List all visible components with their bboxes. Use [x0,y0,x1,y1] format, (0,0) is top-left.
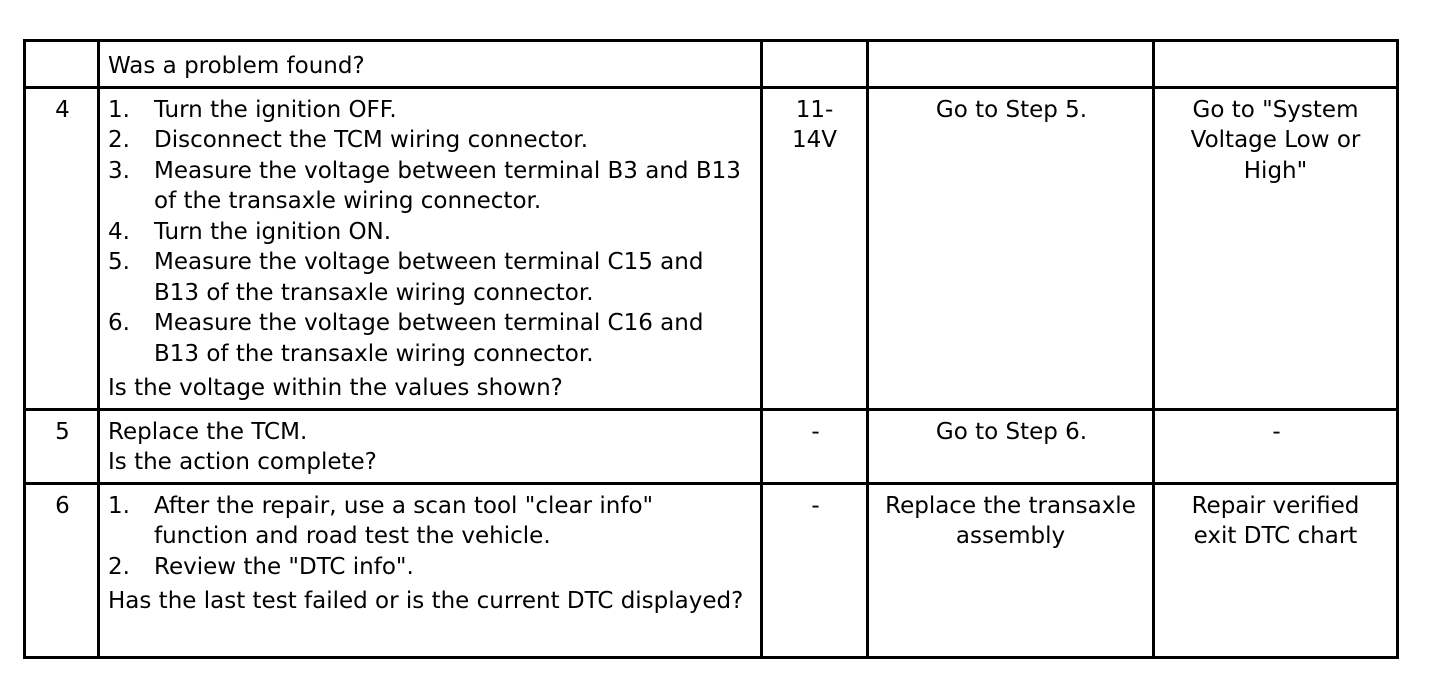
table-row: 5 Replace the TCM. Is the action complet… [23,407,1399,485]
yes-cell: Replace the transaxle assembly [866,481,1155,659]
list-item: 6.Measure the voltage between terminal C… [108,310,704,367]
step-number-cell: 4 [23,85,100,411]
action-list: 1.Turn the ignition OFF. 2.Disconnect th… [108,95,754,370]
value-text: 11-14V [791,96,837,154]
value-text: - [811,492,820,519]
step-number-cell: 6 [23,481,100,659]
list-item: 3.Measure the voltage between terminal B… [108,157,741,215]
list-item: 2.Review the "DTC info". [108,553,414,580]
value-cell: - [760,407,869,485]
question-text: Is the action complete? [108,449,377,475]
yes-text: Go to Step 5. [935,96,1088,123]
action-text: Replace the TCM. [108,418,308,445]
step-number-cell [23,39,100,89]
no-text: Repair verified exit DTC chart [1191,492,1360,550]
list-item: 4.Turn the ignition ON. [108,218,392,245]
list-item: 1.Turn the ignition OFF. [108,96,397,123]
no-cell: Go to "System Voltage Low or High" [1152,85,1399,411]
yes-cell [866,39,1155,89]
action-cell: Was a problem found? [97,39,763,89]
value-text: - [811,418,820,445]
value-cell: 11-14V [760,85,869,411]
no-cell [1152,39,1399,89]
table-row: 6 1.After the repair, use a scan tool "c… [23,481,1399,659]
list-item: 1.After the repair, use a scan tool "cle… [108,492,654,550]
yes-text: Go to Step 6. [935,418,1088,445]
question-text: Has the last test failed or is the curre… [108,588,744,614]
no-cell: Repair verified exit DTC chart [1152,481,1399,659]
yes-text: Replace the transaxle assembly [885,492,1136,550]
table-row: 4 1.Turn the ignition OFF. 2.Disconnect … [23,85,1399,411]
diagnostic-table: Was a problem found? 4 1.Turn the igniti… [23,39,1399,659]
yes-cell: Go to Step 6. [866,407,1155,485]
question-text: Is the voltage within the values shown? [108,375,563,401]
step-number: 6 [55,492,70,519]
table-row: Was a problem found? [23,39,1399,89]
yes-cell: Go to Step 5. [866,85,1155,411]
action-cell: 1.After the repair, use a scan tool "cle… [97,481,763,659]
step-number: 4 [55,96,70,123]
question-text: Was a problem found? [108,53,365,79]
step-number: 5 [55,418,70,445]
value-cell: - [760,481,869,659]
action-cell: 1.Turn the ignition OFF. 2.Disconnect th… [97,85,763,411]
no-cell: - [1152,407,1399,485]
no-text: Go to "System Voltage Low or High" [1190,96,1361,184]
step-number-cell: 5 [23,407,100,485]
action-cell: Replace the TCM. Is the action complete? [97,407,763,485]
list-item: 5.Measure the voltage between terminal C… [108,249,704,306]
action-list: 1.After the repair, use a scan tool "cle… [108,491,754,583]
list-item: 2.Disconnect the TCM wiring connector. [108,127,589,153]
no-text: - [1272,418,1281,445]
value-cell [760,39,869,89]
